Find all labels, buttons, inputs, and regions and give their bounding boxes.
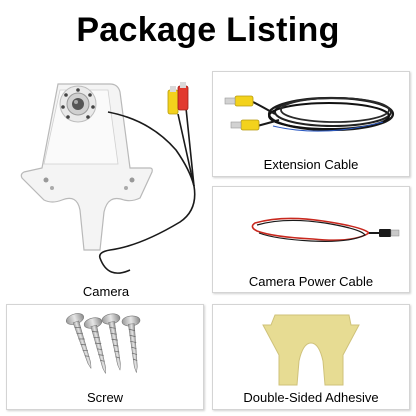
extension-cable-label: Extension Cable bbox=[263, 157, 359, 172]
adhesive-image bbox=[262, 314, 360, 386]
screws-image bbox=[66, 313, 141, 374]
screw-3 bbox=[101, 313, 121, 371]
screw-4 bbox=[121, 315, 141, 373]
screw-1 bbox=[66, 313, 92, 369]
screw-panel: Screw bbox=[6, 304, 204, 410]
yellow-rca-connector bbox=[167, 86, 179, 115]
camera-body bbox=[20, 83, 153, 251]
screw-label: Screw bbox=[86, 390, 124, 405]
red-dc-connector bbox=[177, 82, 189, 111]
power-cable-image bbox=[251, 217, 400, 242]
dc-plug bbox=[379, 229, 400, 237]
screw-2 bbox=[83, 317, 106, 374]
adhesive-panel: Double-Sided Adhesive bbox=[212, 304, 410, 410]
extension-cable-image bbox=[224, 95, 395, 132]
adhesive-label: Double-Sided Adhesive bbox=[243, 390, 379, 405]
extension-cable-panel: Extension Cable bbox=[212, 71, 410, 177]
camera-label: Camera bbox=[82, 284, 130, 299]
camera-illustration bbox=[20, 82, 196, 274]
page-title: Package Listing bbox=[76, 11, 340, 49]
camera-cable bbox=[98, 111, 196, 274]
power-cable-panel: Camera Power Cable bbox=[212, 186, 410, 293]
rca-connector-bottom bbox=[230, 119, 260, 131]
rca-connector-top bbox=[224, 95, 254, 107]
power-cable-label: Camera Power Cable bbox=[248, 274, 374, 289]
